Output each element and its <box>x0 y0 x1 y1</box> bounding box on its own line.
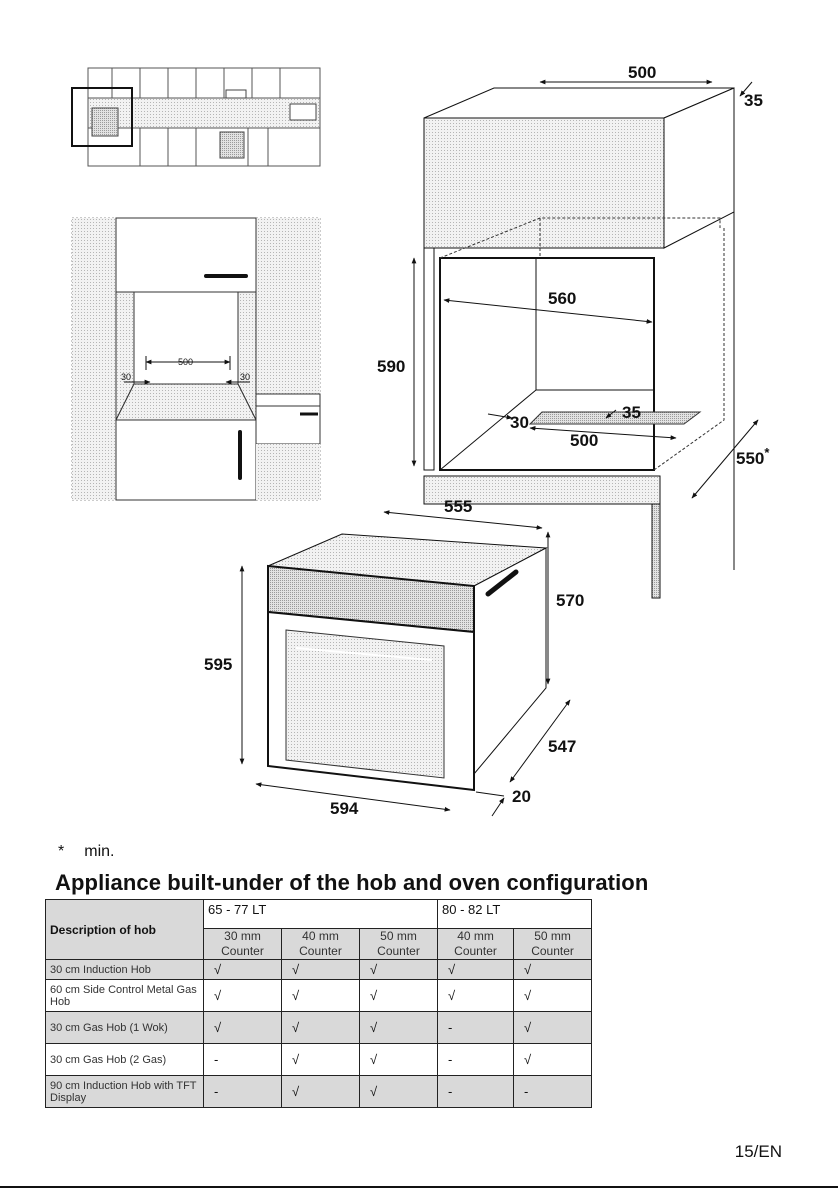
dim-opening-width: 560 <box>548 289 576 308</box>
section-title: Appliance built-under of the hob and ove… <box>55 870 649 895</box>
cell-value: √ <box>203 1011 282 1044</box>
cell-value: √ <box>358 959 439 980</box>
installation-diagram: 500 30 30 500 35 560 590 30 35 <box>71 63 770 818</box>
cell-value: √ <box>281 959 360 980</box>
dim-top-width: 500 <box>628 63 656 82</box>
bottom-divider <box>0 1186 838 1188</box>
group-65-77: 65 - 77 LT <box>202 899 439 929</box>
cell-value: √ <box>358 1075 439 1108</box>
cell-value: √ <box>281 1043 360 1076</box>
cabinet-plan-view: 500 30 30 <box>71 217 321 501</box>
cell-value: - <box>513 1075 593 1108</box>
dim-vent-front: 30 <box>510 413 529 432</box>
niche-drawing: 500 35 560 590 30 35 500 550* <box>377 63 770 599</box>
table-row: 30 cm Gas Hob (1 Wok) √ √ √ - √ <box>45 1011 593 1044</box>
cell-value: √ <box>281 1011 360 1044</box>
table-row: 60 cm Side Control Metal Gas Hob √ √ √ √… <box>45 979 593 1012</box>
dim-oven-body-depth: 547 <box>548 737 576 756</box>
dim-oven-front-height: 595 <box>204 655 232 674</box>
dim-vent-width: 500 <box>570 431 598 450</box>
dim-oven-front-width: 594 <box>330 799 359 818</box>
dim-opening-height: 590 <box>377 357 405 376</box>
cell-value: - <box>203 1075 282 1108</box>
oven-drawing: 555 570 595 594 547 20 <box>204 497 584 818</box>
table-row: 90 cm Induction Hob with TFT Display - √… <box>45 1075 593 1108</box>
cell-value: √ <box>513 1043 593 1076</box>
dim-oven-top-depth: 555 <box>444 497 472 516</box>
row-description: 30 cm Gas Hob (2 Gas) <box>45 1043 204 1076</box>
cell-value: - <box>203 1043 282 1076</box>
plan-right-gap-label: 30 <box>240 372 250 382</box>
cell-value: √ <box>437 979 515 1012</box>
cell-value: √ <box>203 959 282 980</box>
cell-value: √ <box>358 1011 439 1044</box>
row-description: 60 cm Side Control Metal Gas Hob <box>45 979 204 1012</box>
cell-value: √ <box>437 959 515 980</box>
table-row: 30 cm Induction Hob √ √ √ √ √ <box>45 959 593 980</box>
group-80-82: 80 - 82 LT <box>437 899 593 929</box>
description-header: Description of hob <box>45 899 204 960</box>
cell-value: √ <box>513 1011 593 1044</box>
plan-width-label: 500 <box>178 357 193 367</box>
cell-value: √ <box>358 1043 439 1076</box>
cell-value: √ <box>513 979 593 1012</box>
hob-configuration-table: Description of hob 65 - 77 LT 80 - 82 LT… <box>45 899 593 1108</box>
cell-value: - <box>437 1043 515 1076</box>
dim-cabinet-depth: 550* <box>736 445 770 468</box>
plan-left-gap-label: 30 <box>121 372 131 382</box>
page-number: 15/EN <box>734 1142 782 1161</box>
cell-value: - <box>437 1075 515 1108</box>
footnote-text: min. <box>84 843 115 860</box>
table-row: 30 cm Gas Hob (2 Gas) - √ √ - √ <box>45 1043 593 1076</box>
cell-value: - <box>437 1011 515 1044</box>
kitchen-overview-thumbnail <box>71 67 321 167</box>
footnote: * min. <box>58 843 114 861</box>
cell-value: √ <box>513 959 593 980</box>
cell-value: √ <box>281 1075 360 1108</box>
cell-value: √ <box>281 979 360 1012</box>
row-description: 30 cm Gas Hob (1 Wok) <box>45 1011 204 1044</box>
dim-top-gap: 35 <box>744 91 763 110</box>
cell-value: √ <box>203 979 282 1012</box>
dim-vent-back: 35 <box>622 403 641 422</box>
footnote-symbol: * <box>58 843 65 860</box>
row-description: 30 cm Induction Hob <box>45 959 204 980</box>
row-description: 90 cm Induction Hob with TFT Display <box>45 1075 204 1108</box>
dim-oven-front-thickness: 20 <box>512 787 531 806</box>
cell-value: √ <box>358 979 439 1012</box>
dim-oven-side-height: 570 <box>556 591 584 610</box>
